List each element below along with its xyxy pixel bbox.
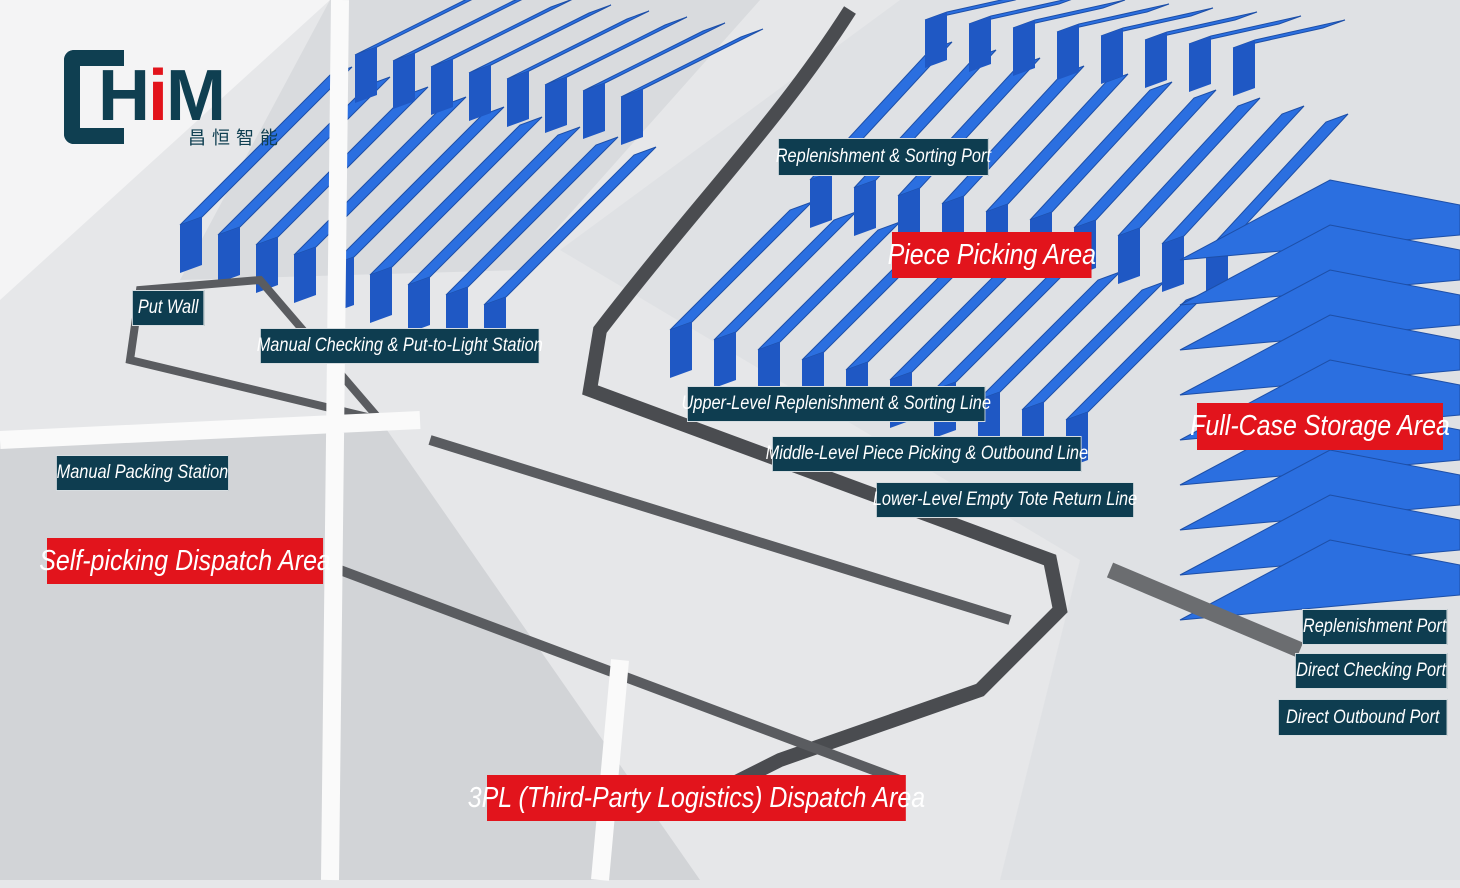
rack-end <box>1162 236 1184 292</box>
label-lower-level-line: Lower-Level Empty Tote Return Line <box>873 482 1137 518</box>
rack-end <box>854 180 876 236</box>
logo-subtitle: 昌恒智能 <box>188 128 284 148</box>
rack-end <box>1057 24 1079 80</box>
label-upper-level-line: Upper-Level Replenishment & Sorting Line <box>681 386 991 422</box>
rack-row <box>354 0 473 56</box>
rack-end <box>1101 28 1123 84</box>
rack-row <box>1100 7 1214 37</box>
label-direct-checking-port: Direct Checking Port <box>1295 653 1448 689</box>
label-put-wall: Put Wall <box>132 290 205 326</box>
rack-end <box>431 59 453 115</box>
label-self-picking-dispatch: Self-picking Dispatch Area <box>39 538 331 584</box>
rack-row <box>1144 11 1258 41</box>
label-middle-level-line: Middle-Level Piece Picking & Outbound Li… <box>766 436 1088 472</box>
rack-end <box>180 217 202 273</box>
rack-end <box>1013 20 1035 76</box>
rack-row <box>1073 89 1217 229</box>
conveyor-line <box>582 6 1068 797</box>
rack-end <box>621 89 643 145</box>
rack-end <box>393 53 415 109</box>
rack-end <box>355 47 377 103</box>
label-replenishment-sorting-port: Replenishment & Sorting Port <box>776 138 991 176</box>
rack-row <box>369 116 543 276</box>
rack-row <box>392 0 523 62</box>
label-replenishment-port: Replenishment Port <box>1302 609 1448 645</box>
walls <box>0 0 629 881</box>
label-direct-outbound-port: Direct Outbound Port <box>1278 699 1448 736</box>
conveyor-line <box>428 435 1012 625</box>
rack-row <box>468 4 612 74</box>
rack-end <box>583 83 605 139</box>
rack-end <box>969 16 991 72</box>
rack-end <box>925 12 947 68</box>
rack-end <box>898 188 920 244</box>
rack-end <box>758 342 780 398</box>
rack-end <box>1233 40 1255 96</box>
label-piece-picking-area: Piece Picking Area <box>888 232 1096 278</box>
rack-row <box>331 106 505 266</box>
label-3pl-dispatch: 3PL (Third-Party Logistics) Dispatch Are… <box>468 775 925 821</box>
rack-row <box>1188 15 1302 45</box>
rack-end <box>294 247 316 303</box>
logo-text: HiM <box>98 56 226 136</box>
rack-end <box>370 267 392 323</box>
rack-row <box>430 0 573 68</box>
rack-row <box>1232 19 1346 49</box>
full-case-rack <box>1179 539 1460 621</box>
rack-end <box>218 227 240 283</box>
rack-row <box>445 136 619 296</box>
rack-end <box>714 332 736 388</box>
rack-row <box>483 146 657 306</box>
rack-row <box>1056 3 1170 33</box>
rack-row <box>1117 97 1261 237</box>
logo-mark <box>64 50 124 144</box>
label-full-case-storage: Full-Case Storage Area <box>1190 403 1450 450</box>
rack-end <box>1189 36 1211 92</box>
rack-end <box>1118 228 1140 284</box>
rack-end <box>1145 32 1167 88</box>
rack-end <box>670 322 692 378</box>
conveyor-ports <box>1106 562 1304 658</box>
rack-end <box>810 172 832 228</box>
chim-logo: HiM 昌恒智能 <box>64 46 294 148</box>
rack-row <box>407 126 581 286</box>
label-manual-packing: Manual Packing Station <box>56 455 229 491</box>
rack-end <box>469 65 491 121</box>
rack-row <box>1012 0 1126 29</box>
rack-end <box>545 77 567 133</box>
rack-row <box>1029 81 1173 221</box>
rack-end <box>507 71 529 127</box>
rack-end <box>408 277 430 333</box>
rack-row <box>1161 105 1305 245</box>
label-manual-checking: Manual Checking & Put-to-Light Station <box>257 328 543 364</box>
